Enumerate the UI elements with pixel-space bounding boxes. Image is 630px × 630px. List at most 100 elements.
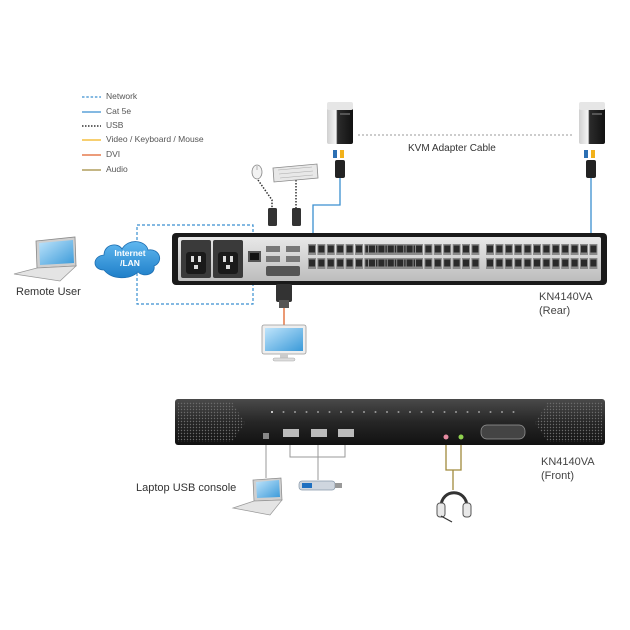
usb-plug-keyboard <box>292 208 301 226</box>
port-led <box>271 411 273 413</box>
rj45-port-socket <box>309 245 315 253</box>
front-lcd-window <box>480 424 526 440</box>
lan-label: /LAN <box>120 258 140 268</box>
rj45-port-socket <box>378 245 385 253</box>
rj45-port-socket <box>524 259 531 267</box>
monitor-icon <box>261 324 307 362</box>
rj45-port-socket <box>562 259 569 267</box>
kvm-adapter-right-icon <box>584 150 596 178</box>
rj45-port-socket <box>543 259 550 267</box>
port-led <box>317 411 319 413</box>
rj45-port-socket <box>337 259 344 267</box>
cloud-icon <box>94 241 161 279</box>
rj45-port-socket <box>472 259 479 267</box>
port-led <box>466 411 469 413</box>
port-led-row <box>271 411 515 413</box>
port-led <box>386 411 388 413</box>
front-left-vent <box>178 402 245 442</box>
dvi-connector-icon <box>276 284 292 308</box>
rj45-port-socket <box>387 245 394 253</box>
power-socket-icon <box>213 240 243 278</box>
rj45-port-socket <box>356 259 362 267</box>
rj45-port-socket <box>369 245 375 253</box>
power-socket-icon <box>181 240 211 278</box>
rj45-port-socket <box>581 245 587 253</box>
legend <box>82 96 101 171</box>
rj45-port-socket <box>581 259 587 267</box>
rj45-port-socket <box>416 259 422 267</box>
port-led <box>294 411 296 413</box>
rj45-port-socket <box>571 245 578 253</box>
usb-cable-mouse <box>257 179 273 210</box>
port-led <box>478 411 480 413</box>
port-led <box>374 411 377 413</box>
rj45-port-socket <box>496 259 503 267</box>
legend-dvi-label: DVI <box>106 149 121 159</box>
rj45-port-socket <box>434 259 441 267</box>
rj45-port-socket <box>496 245 503 253</box>
front-model-name: KN4140VA <box>541 456 595 468</box>
port-led <box>420 411 423 413</box>
rj45-port-socket <box>318 259 325 267</box>
rj45-port-socket <box>487 245 493 253</box>
rj45-port-socket <box>524 245 531 253</box>
port-led <box>455 411 457 413</box>
rj45-port-socket <box>487 259 493 267</box>
rj45-port-socket <box>590 259 597 267</box>
rj45-port-socket <box>337 245 344 253</box>
rear-model-label: KN4140VA (Rear) <box>539 290 593 318</box>
rear-usb-port <box>286 246 300 252</box>
laptop-icon <box>13 236 78 282</box>
rear-side-label: (Rear) <box>539 305 571 317</box>
rj45-port-socket <box>434 245 441 253</box>
rj45-port-socket <box>444 245 451 253</box>
rj45-port-socket <box>397 245 404 253</box>
port-led <box>409 411 411 413</box>
port-led <box>397 411 400 413</box>
rj45-port-socket <box>515 245 522 253</box>
port-led <box>282 411 285 413</box>
laptop-usb-console-label: Laptop USB console <box>136 482 237 494</box>
port-led <box>328 411 331 413</box>
front-usb-port <box>338 429 354 437</box>
port-led <box>443 411 446 413</box>
rj45-port-socket <box>327 259 334 267</box>
rj45-port-socket <box>406 259 413 267</box>
keyboard-icon <box>272 163 319 183</box>
usb-drive-icon <box>298 480 342 491</box>
port-led <box>363 411 365 413</box>
rj45-port-socket <box>543 245 550 253</box>
audio-jack-headphone <box>458 434 464 440</box>
cloud-label: Internet /LAN <box>110 248 150 268</box>
headset-icon <box>436 491 472 523</box>
legend-network-label: Network <box>106 91 138 101</box>
rj45-port-socket <box>463 245 469 253</box>
rj45-port-socket <box>534 245 540 253</box>
front-usb-port <box>311 429 327 437</box>
rj45-port-socket <box>444 259 451 267</box>
rj45-port-socket <box>463 259 469 267</box>
rear-usb-port <box>266 256 280 262</box>
front-usb-port <box>283 429 299 437</box>
rj45-port-socket <box>552 259 559 267</box>
legend-vkm-label: Video / Keyboard / Mouse <box>106 134 204 144</box>
rj45-port-socket <box>590 245 597 253</box>
rj45-port-socket <box>346 245 353 253</box>
audio-jack-mic <box>443 434 449 440</box>
rj45-port-socket <box>356 245 362 253</box>
kn4140va-front-unit <box>175 399 605 445</box>
front-model-label: KN4140VA (Front) <box>541 455 595 483</box>
rj45-port-socket <box>387 259 394 267</box>
rj45-port-socket <box>552 245 559 253</box>
internet-label: Internet <box>114 248 146 258</box>
front-side-label: (Front) <box>541 470 574 482</box>
rj45-port-socket <box>453 259 460 267</box>
rear-model-name: KN4140VA <box>539 291 593 303</box>
rj45-port-socket <box>505 259 512 267</box>
audio-cable <box>445 441 462 471</box>
rj45-port-socket <box>571 259 578 267</box>
rj45-port-socket <box>515 259 522 267</box>
rj45-port-socket <box>369 259 375 267</box>
rj45-port-socket <box>378 259 385 267</box>
server-tower-icon <box>579 102 605 144</box>
